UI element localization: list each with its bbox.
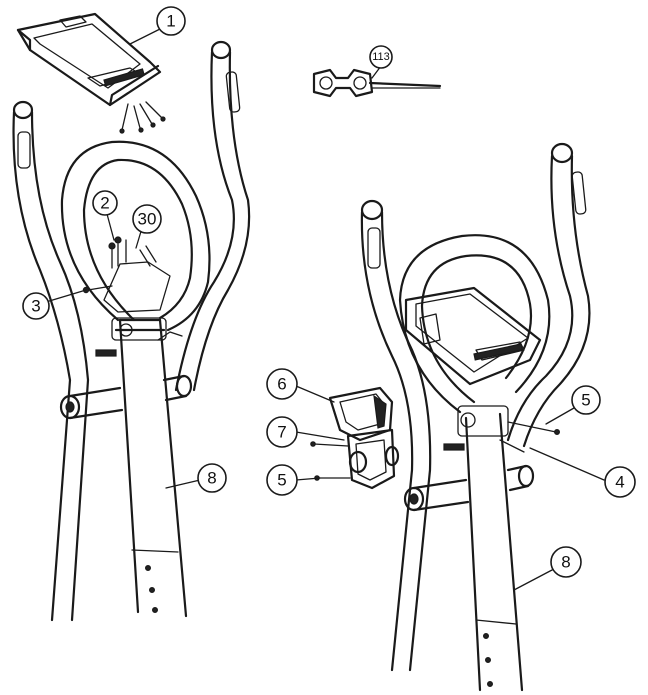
callout-8-left: 8 (197, 463, 227, 493)
svg-text:4: 4 (615, 473, 624, 492)
svg-text:5: 5 (581, 391, 590, 410)
right-mast (443, 405, 560, 692)
callout-113: 113 (369, 45, 393, 69)
svg-text:5: 5 (277, 471, 286, 490)
right-console (404, 286, 542, 386)
leader-lines (45, 25, 605, 591)
right-arm-right (506, 142, 591, 448)
svg-text:8: 8 (207, 469, 216, 488)
callout-4: 4 (604, 466, 636, 498)
console-part (16, 12, 166, 134)
svg-text:3: 3 (31, 297, 40, 316)
bracket-parts (310, 386, 400, 490)
svg-text:1: 1 (166, 12, 175, 31)
svg-text:30: 30 (138, 210, 157, 229)
svg-text:8: 8 (561, 553, 570, 572)
right-cross-tube (403, 464, 535, 512)
left-mast (111, 317, 188, 618)
right-loop-handlebar (398, 234, 551, 414)
svg-text:113: 113 (372, 51, 390, 63)
callout-30: 30 (132, 204, 162, 234)
callout-8-right: 8 (550, 546, 582, 578)
right-assembly (360, 142, 591, 692)
svg-text:6: 6 (277, 375, 286, 394)
callout-5-right: 5 (571, 385, 601, 415)
svg-text:7: 7 (277, 423, 286, 442)
left-assembly (12, 12, 251, 622)
left-cross-tube (59, 349, 193, 420)
left-arm-left (12, 100, 90, 622)
callout-3: 3 (22, 292, 50, 320)
callout-7: 7 (266, 416, 298, 448)
left-arm-right (174, 40, 251, 392)
callout-5-bracket: 5 (266, 464, 298, 496)
svg-text:2: 2 (100, 194, 109, 213)
left-neck-hardware (82, 236, 183, 341)
callout-1: 1 (156, 6, 186, 36)
left-loop-handlebar (60, 140, 211, 332)
callout-2: 2 (92, 190, 118, 216)
callout-6: 6 (266, 368, 298, 400)
wrench-tool (312, 65, 442, 98)
